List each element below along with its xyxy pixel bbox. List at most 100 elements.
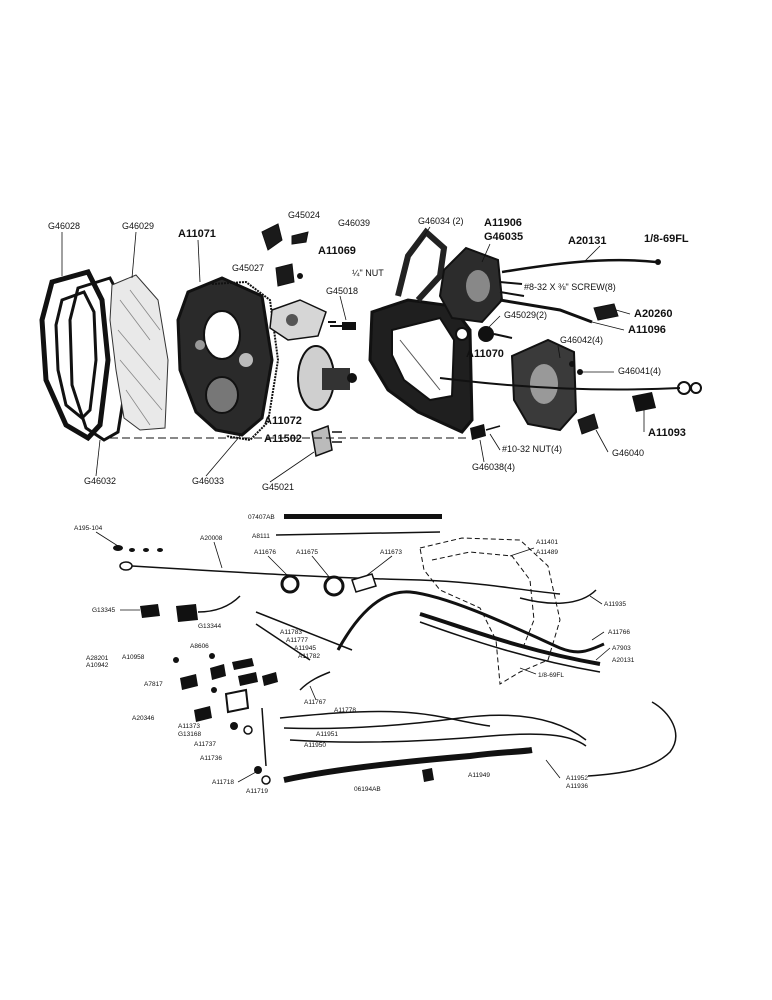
- label-a11778: A11778: [334, 707, 356, 714]
- label-07407ab: 07407AB: [248, 514, 275, 521]
- label-a11401: A11401: [536, 539, 558, 546]
- label-a10958: A10958: [122, 654, 145, 661]
- label-g45029: G45029(2): [504, 310, 547, 320]
- label-fl-top: 1/8-69FL: [644, 233, 689, 245]
- label-g13168: G13168: [178, 731, 202, 738]
- clip-g46039: [291, 231, 309, 245]
- part-a11096: [499, 298, 593, 324]
- label-a11502: A11502: [264, 433, 302, 445]
- label-a11093: A11093: [648, 427, 686, 439]
- label-g46032: G46032: [84, 476, 116, 486]
- wire-a20008: [119, 561, 561, 595]
- label-g45018: G45018: [326, 286, 358, 296]
- label-a11737: A11737: [194, 741, 216, 748]
- label-a11071: A11071: [178, 228, 216, 240]
- housing-a11070: [368, 298, 474, 434]
- label-a11096: A11096: [628, 324, 666, 336]
- lens-g46029: [109, 274, 169, 431]
- label-g46034: G46034 (2): [418, 216, 464, 226]
- label-a11676: A11676: [254, 549, 276, 556]
- screws-8: [499, 281, 525, 297]
- label-g45024: G45024: [288, 210, 320, 220]
- label-a11952: A11952: [566, 775, 588, 782]
- small-parts-cluster: [173, 653, 278, 735]
- label-a11719: A11719: [246, 788, 268, 795]
- label-a11777: A11777: [286, 637, 308, 644]
- gauge-g45021: [311, 424, 342, 458]
- bracket-g46034: [395, 227, 448, 303]
- label-a11718: A11718: [212, 779, 234, 786]
- label-a28201: A28201: [86, 655, 109, 662]
- label-a11782: A11782: [298, 653, 320, 660]
- label-a11935: A11935: [604, 601, 626, 608]
- label-g46035: G46035: [484, 231, 523, 243]
- terminal-a11719: [261, 775, 271, 785]
- connector-g13345: [140, 595, 241, 622]
- label-g13345: G13345: [92, 607, 116, 614]
- back-plate: [510, 338, 578, 432]
- label-a11949: A11949: [468, 772, 490, 779]
- label-a8606: A8606: [190, 643, 209, 650]
- speedometer-a11072: [297, 345, 357, 411]
- label-a7903: A7903: [612, 645, 631, 652]
- label-screw-8: #8-32 X ⅜" SCREW(8): [524, 282, 616, 292]
- label-a11906: A11906: [484, 217, 522, 229]
- label-g45027: G45027: [232, 263, 264, 273]
- label-a20346: A20346: [132, 715, 155, 722]
- label-a11936: A11936: [566, 783, 588, 790]
- cable-a11093: [439, 377, 702, 412]
- label-a11070: A11070: [466, 348, 504, 360]
- label-a11489: A11489: [536, 549, 558, 556]
- tank-outline-a11401: [419, 537, 561, 685]
- label-a11767: A11767: [304, 699, 326, 706]
- bracket-g45024: [261, 223, 283, 251]
- cable-end-top: [655, 259, 661, 265]
- label-g46033: G46033: [192, 476, 224, 486]
- label-g46028: G46028: [48, 221, 80, 231]
- label-g45021: G45021: [262, 482, 294, 492]
- label-06194ab: 06194AB: [354, 786, 381, 793]
- nut-g46041: [577, 369, 583, 375]
- clip-06194ab: [422, 768, 434, 782]
- label-a11945: A11945: [294, 645, 316, 652]
- label-g46039: G46039: [338, 218, 370, 228]
- label-g46029: G46029: [122, 221, 154, 231]
- label-a20008: A20008: [200, 535, 223, 542]
- label-g46040: G46040: [612, 448, 644, 458]
- label-a11072: A11072: [264, 415, 302, 427]
- label-nut-quarter: ¼" NUT: [352, 268, 384, 278]
- fitting-a20260: [593, 303, 619, 321]
- nuts-g46038: [470, 424, 501, 440]
- label-a11675: A11675: [296, 549, 318, 556]
- front-frame-g46028: [39, 269, 111, 442]
- label-a11783: A11783: [280, 629, 302, 636]
- wires-a11767: [261, 671, 587, 767]
- terminal-a11718: [254, 766, 262, 774]
- label-a11673: A11673: [380, 549, 402, 556]
- nut-quarter: [297, 273, 303, 279]
- label-a7817: A7817: [144, 681, 163, 688]
- label-a11766: A11766: [608, 629, 630, 636]
- label-a20260: A20260: [634, 308, 673, 320]
- label-a195-104: A195-104: [74, 525, 103, 532]
- gasket-g46033: [211, 280, 280, 442]
- bracket-g45027: [269, 299, 336, 341]
- label-a11951: A11951: [316, 731, 338, 738]
- label-fl-bot: 1/8-69FL: [538, 672, 564, 679]
- grommets-a195-104: [113, 545, 163, 552]
- label-a20131-bot: A20131: [612, 657, 635, 664]
- unit-a11906: [438, 246, 504, 324]
- label-a11373: A11373: [178, 723, 200, 730]
- label-a11069: A11069: [318, 245, 356, 257]
- label-a8111: A8111: [252, 533, 270, 540]
- leader-lines: [61, 226, 645, 783]
- panel-plate-a11071: [176, 276, 274, 437]
- strip-07407ab: [284, 514, 442, 519]
- clip-g46040: [577, 413, 599, 435]
- label-nut-10: #10-32 NUT(4): [502, 444, 562, 454]
- label-g46038: G46038(4): [472, 462, 515, 472]
- label-g46042: G46042(4): [560, 335, 603, 345]
- wire-a8111: [275, 531, 441, 536]
- main-harness: [255, 590, 605, 673]
